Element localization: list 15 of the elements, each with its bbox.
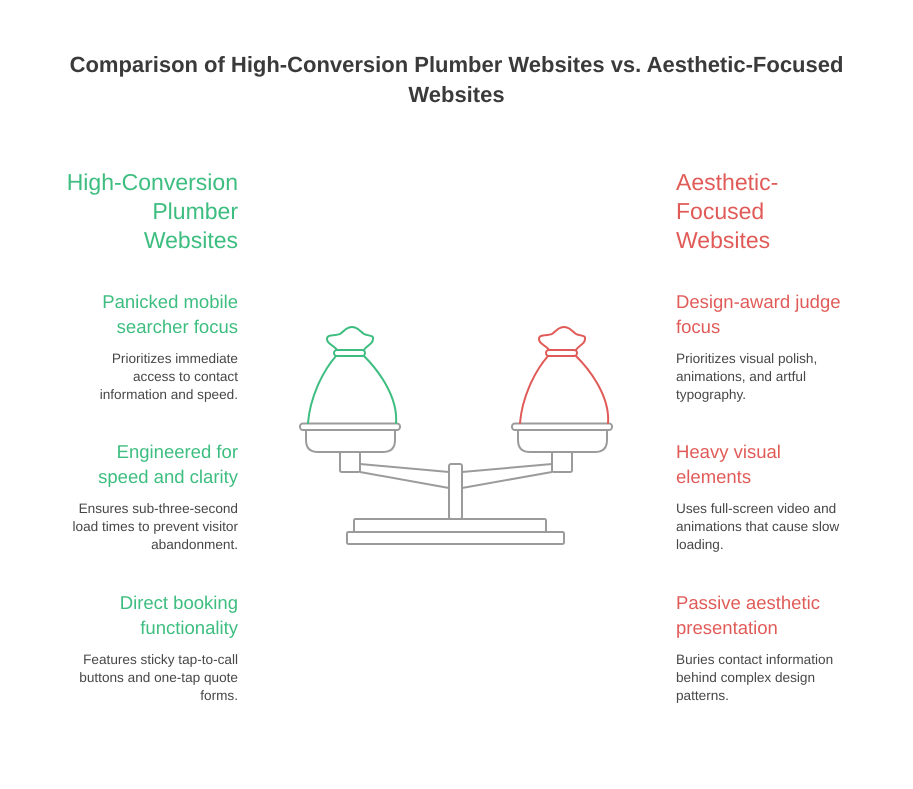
item-heading: Direct booking functionality (118, 591, 238, 640)
column-heading: Aesthetic-Focused Websites (676, 168, 780, 255)
item-heading: Panicked mobile searcher focus (101, 290, 238, 339)
diagram-title: Comparison of High-Conversion Plumber Websites vs. Aesthetic-Focused Websites (68, 51, 844, 109)
item-heading: Passive aesthetic presentation (676, 591, 821, 640)
item-description: Ensures sub-three-second load times to prevent visitor abandonment. (72, 500, 238, 554)
item-heading: Engineered for speed and clarity (97, 440, 238, 489)
item-description: Prioritizes visual polish, animations, and artful typography. (676, 350, 818, 404)
item-description: Features sticky tap-to-call buttons and one-tap quote forms. (78, 651, 238, 705)
item-description: Uses full-screen video and animations that cause slow loading. (676, 500, 840, 554)
item-description: Prioritizes immediate access to contact information and speed. (98, 350, 238, 404)
item-heading: Heavy visual elements (676, 440, 782, 489)
item-description: Buries contact information behind complex design patterns. (676, 651, 834, 705)
item-heading: Design-award judge focus (676, 290, 842, 339)
column-heading: High-Conversion Plumber Websites (66, 168, 238, 255)
